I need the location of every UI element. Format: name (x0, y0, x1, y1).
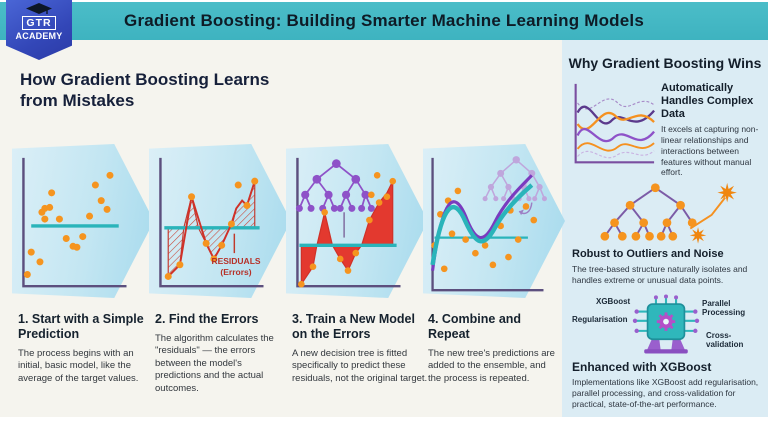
step-heading: 4. Combine and Repeat (428, 312, 522, 341)
chip-label-regularisation: Regularisation (572, 315, 628, 324)
benefit-body: The tree-based structure naturally isola… (572, 263, 748, 285)
process-panels: RESIDUALS (Errors) (0, 144, 565, 298)
benefit-complex-data: Automatically Handles Complex Data It ex… (568, 78, 764, 178)
step-heading: 2. Find the Errors (155, 312, 259, 326)
bottom-margin (0, 417, 768, 432)
step-4: 4. Combine and Repeat The new tree's pre… (428, 312, 556, 385)
gear-icon (656, 312, 676, 331)
outlier-starburst-icon (689, 182, 737, 244)
chip-label-parallel-processing: Parallel Processing (702, 299, 746, 317)
step-body: The algorithm calculates the "residuals"… (155, 332, 274, 394)
ensemble-chart-step4 (430, 156, 547, 292)
panel-step3 (286, 144, 428, 298)
scatter-plot-step1 (22, 157, 127, 288)
graduation-cap-icon (26, 3, 52, 14)
panel-step2: RESIDUALS (Errors) (149, 144, 291, 298)
chip-label-cross-validation: Cross-validation (706, 331, 744, 349)
benefit-heading: Robust to Outliers and Noise (572, 248, 724, 260)
residuals-label-line2: (Errors) (220, 266, 252, 277)
benefit-xgboost: XGBoost Regularisation Parallel Processi… (572, 294, 760, 410)
processor-chip-icon (632, 294, 700, 354)
decision-tree-icon (298, 162, 373, 209)
step-heading: 1. Start with a Simple Prediction (18, 312, 144, 341)
step-2: 2. Find the Errors The algorithm calcula… (155, 312, 283, 395)
sidebar-title: Why Gradient Boosting Wins (568, 55, 762, 71)
logo-text-gtr: GTR (22, 16, 56, 30)
step-3: 3. Train a New Model on the Errors A new… (292, 312, 430, 385)
step-1: 1. Start with a Simple Prediction The pr… (18, 312, 146, 385)
benefit-outliers: Robust to Outliers and Noise The tree-ba… (572, 180, 760, 286)
benefit-heading: Automatically Handles Complex Data (661, 82, 754, 120)
main-section-title: How Gradient Boosting Learns from Mistak… (20, 70, 270, 110)
header-bar: Gradient Boosting: Building Smarter Mach… (0, 2, 768, 40)
page-title: Gradient Boosting: Building Smarter Mach… (124, 11, 644, 30)
complex-data-waves-icon (574, 83, 655, 164)
logo-text-academy: ACADEMY (15, 31, 63, 41)
faded-tree-icon (484, 159, 546, 200)
step-body: The process begins with an initial, basi… (18, 347, 139, 384)
outlier-tree-icon (600, 182, 737, 244)
residuals-label-line1: RESIDUALS (211, 256, 261, 266)
gtr-academy-logo: GTR ACADEMY (6, 0, 72, 60)
residuals-chart-step2 (159, 157, 264, 288)
benefit-body: Implementations like XGBoost add regular… (572, 377, 759, 409)
panel-step1 (12, 144, 154, 298)
chip-label-xgboost: XGBoost (596, 297, 631, 306)
xgboost-chip-figure: XGBoost Regularisation Parallel Processi… (572, 294, 760, 356)
benefit-heading: Enhanced with XGBoost (572, 360, 712, 374)
decision-tree-chart-step3 (295, 157, 401, 288)
step-body: The new tree's predictions are added to … (428, 347, 555, 384)
benefit-body: It excels at capturing non-linear relati… (661, 123, 759, 178)
panel-step4 (423, 144, 565, 298)
benefits-sidebar: Why Gradient Boosting Wins Automatically… (562, 40, 768, 417)
residuals-callout: RESIDUALS (Errors) (197, 256, 275, 277)
step-heading: 3. Train a New Model on the Errors (292, 312, 415, 341)
step-body: A new decision tree is fitted specifical… (292, 347, 428, 384)
